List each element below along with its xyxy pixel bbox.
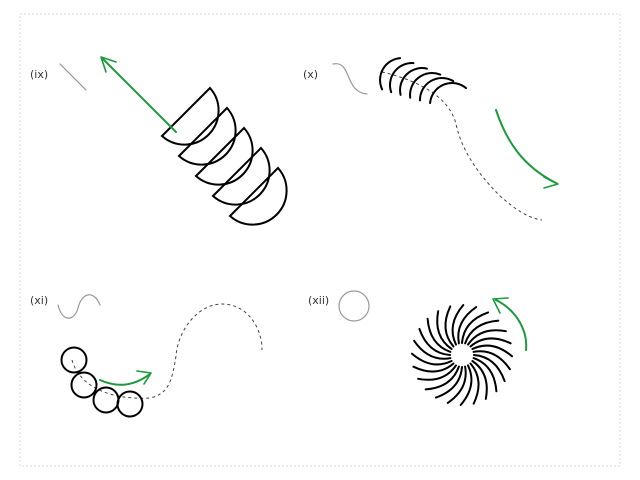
arc-mark [389,62,415,94]
panel-label-xii: (xii) [308,294,329,307]
panel-x: (x) [303,57,559,221]
panel-label-xi: (xi) [30,294,48,307]
curved-spoke [464,319,500,345]
curved-spoke [471,360,488,400]
arc-mark [379,57,402,91]
half-disc [194,126,254,186]
curved-spoke [426,317,452,353]
s-curve-icon [332,63,368,95]
curved-spoke [434,366,463,399]
circle-mark [60,346,88,374]
panel-xi: (xi) [30,294,263,418]
spiral-burst [411,304,513,406]
path-guide-xi [71,303,263,399]
half-disc [228,166,288,226]
curved-spoke [436,310,453,350]
arrowhead-xi [136,370,152,385]
curved-spoke [461,311,490,344]
arc-mark [399,67,428,96]
half-disc-stack [160,86,288,226]
curved-spoke [412,362,455,373]
curved-spoke [446,365,467,404]
half-disc [160,86,220,146]
curved-spoke [472,350,511,371]
motion-arrow-xii [495,299,528,351]
curved-spoke [451,304,465,346]
curved-spoke [418,327,451,356]
panel-label-ix: (ix) [30,68,48,81]
arrowhead-x [543,176,559,189]
curved-spoke [413,339,452,360]
arrowhead-xii [492,297,509,314]
line-segment-icon [59,63,87,91]
outer-frame [19,13,621,467]
curved-spoke [467,329,507,346]
circle-chain [60,346,144,418]
arrowhead-ix [100,56,117,73]
circle-icon [338,290,370,322]
arc-mark [418,76,455,102]
half-disc [177,106,237,166]
curved-spoke [457,306,478,345]
panel-ix: (ix) [30,56,288,226]
curved-spoke [473,354,506,383]
half-disc [211,146,271,206]
panel-xii: (xii) [308,290,528,406]
path-guide-x [381,71,543,221]
curved-spoke [444,305,455,348]
curved-spoke [472,357,498,393]
circle-mark [70,371,98,399]
curved-spoke [469,362,480,405]
panel-label-x: (x) [303,68,318,81]
curved-spoke [411,352,453,366]
circle-mark [116,390,144,418]
motion-arrow-xi [99,373,151,386]
curved-spoke [471,344,513,358]
curved-spoke [469,337,512,348]
circle-mark [92,386,120,414]
arc-stack [379,57,468,105]
arc-mark [409,72,442,99]
curved-spoke [417,364,457,381]
curved-spoke [459,364,473,406]
motion-arrow-ix [102,58,177,133]
wave-icon [57,294,101,319]
motion-arrow-x [495,109,557,184]
curved-spoke [424,365,460,391]
arc-mark [429,82,468,105]
